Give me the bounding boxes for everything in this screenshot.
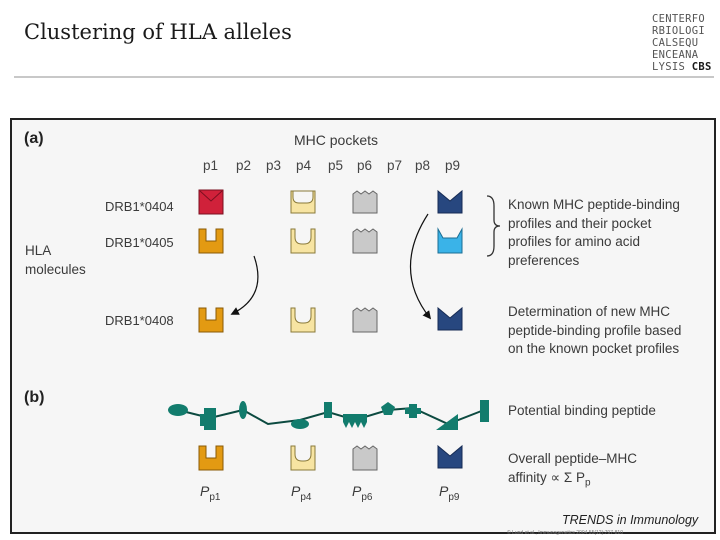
residue bbox=[381, 402, 395, 415]
panel-a-label: (a) bbox=[24, 130, 44, 147]
score-subscript: p4 bbox=[300, 491, 312, 503]
pocket-cream-p4 bbox=[290, 190, 316, 214]
pocket-score-p1: Pp1 bbox=[200, 483, 220, 503]
allele-drb1-0404: DRB1*0404 bbox=[105, 199, 174, 214]
panel-b-label: (b) bbox=[24, 389, 45, 406]
image-credit: © Lund et al., Immunogenetics 2004 55(12… bbox=[507, 530, 623, 536]
pocket-grey-b-p6 bbox=[352, 445, 378, 471]
logo-line: LYSIS CBS bbox=[652, 61, 712, 73]
logo-suffix: CBS bbox=[691, 61, 712, 73]
logo-line: ENCEANA bbox=[652, 49, 699, 61]
pocket-label-p3: p3 bbox=[266, 158, 282, 173]
residue bbox=[291, 419, 309, 429]
residue bbox=[343, 414, 367, 428]
potential-peptide-label: Potential binding peptide bbox=[508, 403, 656, 418]
pocket-label-p8: p8 bbox=[415, 158, 431, 173]
score-subscript: p6 bbox=[361, 491, 373, 503]
allele-drb1-0408: DRB1*0408 bbox=[105, 313, 174, 328]
residue bbox=[168, 404, 188, 416]
journal-label: TRENDS in Immunology bbox=[562, 513, 699, 527]
grouping-brace bbox=[486, 195, 501, 257]
pocket-cream-b-p4 bbox=[290, 445, 316, 471]
arrow-to-p1 bbox=[230, 255, 259, 315]
logo-line: CALSEQU bbox=[652, 37, 699, 49]
score-subscript: p9 bbox=[448, 491, 460, 503]
affinity-text: Overall peptide–MHC affinity ∝ Σ P bbox=[508, 451, 638, 485]
residue bbox=[239, 401, 247, 419]
residue bbox=[436, 414, 458, 430]
arrow-to-p9 bbox=[409, 213, 432, 320]
new-profile-description: Determination of new MHC peptide-binding… bbox=[508, 304, 682, 356]
allele-drb1-0405: DRB1*0405 bbox=[105, 235, 174, 250]
affinity-subscript: p bbox=[585, 477, 591, 489]
score-symbol: P bbox=[439, 483, 449, 499]
score-symbol: P bbox=[200, 483, 210, 499]
residue bbox=[324, 402, 332, 418]
title-divider bbox=[14, 76, 714, 78]
pocket-grey-p6 bbox=[352, 228, 378, 254]
logo-line-text: LYSIS bbox=[652, 61, 686, 73]
pocket-grey-p6 bbox=[352, 307, 378, 333]
pocket-orange-b-p1 bbox=[198, 445, 224, 471]
pocket-label-p9: p9 bbox=[445, 158, 461, 173]
logo-line: RBIOLOGI bbox=[652, 25, 705, 37]
pocket-label-p2: p2 bbox=[236, 158, 252, 173]
residue bbox=[200, 414, 206, 426]
pocket-grey-p6 bbox=[352, 190, 378, 214]
slide-title: Clustering of HLA alleles bbox=[24, 20, 292, 44]
residue bbox=[405, 404, 421, 418]
logo-line: CENTERFO bbox=[652, 13, 705, 25]
overall-affinity-label: Overall peptide–MHC affinity ∝ Σ Pp bbox=[508, 450, 637, 493]
pocket-cream-p4 bbox=[290, 307, 316, 333]
pocket-sky-p9 bbox=[437, 227, 463, 254]
pocket-orange-p1 bbox=[198, 228, 224, 254]
score-subscript: p1 bbox=[209, 491, 221, 503]
peptide-chain bbox=[168, 400, 489, 430]
residue bbox=[204, 408, 216, 430]
pocket-label-p7: p7 bbox=[387, 158, 403, 173]
known-profiles-description: Known MHC peptide-binding profiles and t… bbox=[508, 197, 680, 268]
pocket-orange-p1 bbox=[198, 307, 224, 333]
hla-molecules-label: HLA molecules bbox=[25, 243, 86, 277]
pocket-score-p4: Pp4 bbox=[291, 483, 311, 503]
pocket-navy-b-p9 bbox=[437, 444, 463, 469]
pocket-label-p6: p6 bbox=[357, 158, 373, 173]
pocket-red-p1 bbox=[198, 189, 224, 215]
pocket-label-p1: p1 bbox=[203, 158, 219, 173]
score-symbol: P bbox=[352, 483, 362, 499]
pocket-label-p5: p5 bbox=[328, 158, 344, 173]
residue bbox=[480, 400, 489, 422]
pocket-score-p9: Pp9 bbox=[439, 483, 459, 503]
pocket-cream-p4 bbox=[290, 228, 316, 254]
pocket-label-p4: p4 bbox=[296, 158, 312, 173]
pocket-navy-p9 bbox=[437, 189, 463, 214]
cbs-logo: CENTERFO RBIOLOGI CALSEQU ENCEANA LYSIS … bbox=[652, 13, 712, 73]
pocket-score-p6: Pp6 bbox=[352, 483, 372, 503]
score-symbol: P bbox=[291, 483, 301, 499]
mhc-pockets-header: MHC pockets bbox=[294, 132, 379, 148]
pocket-navy-p9 bbox=[437, 306, 463, 331]
